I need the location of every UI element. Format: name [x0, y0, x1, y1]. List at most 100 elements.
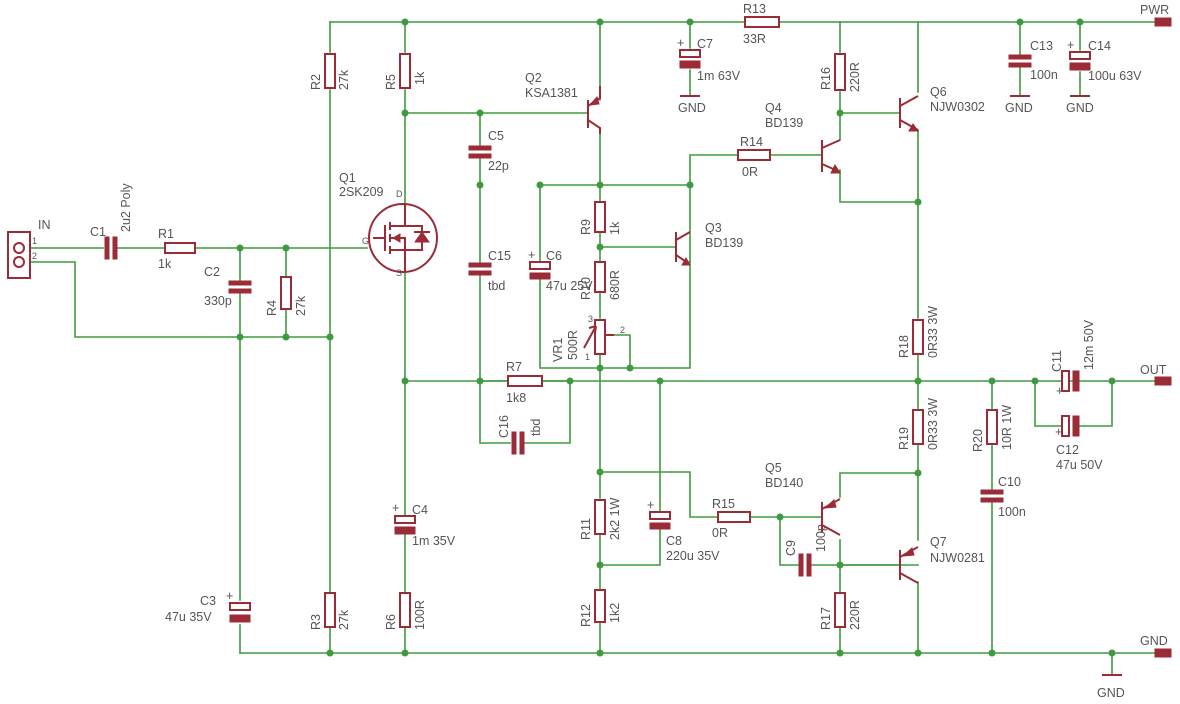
svg-text:+: + [1055, 425, 1062, 439]
gnd-label-c7: GND [678, 101, 706, 115]
svg-text:R1: R1 [158, 227, 174, 241]
svg-text:+: + [226, 589, 233, 603]
resistor-r3: R3 27k [309, 592, 351, 630]
svg-text:Q6: Q6 [930, 85, 947, 99]
capacitor-c13: C13 100n [1008, 39, 1058, 82]
svg-text:NJW0281: NJW0281 [930, 551, 985, 565]
svg-text:C14: C14 [1088, 39, 1111, 53]
svg-text:R11: R11 [579, 518, 593, 540]
svg-text:C5: C5 [488, 129, 504, 143]
svg-text:Q3: Q3 [705, 221, 722, 235]
svg-text:R16: R16 [819, 67, 833, 90]
potentiometer-vr1: VR1 500R 1 2 3 [551, 314, 625, 362]
svg-text:1k2: 1k2 [608, 603, 622, 623]
svg-text:12m 50V: 12m 50V [1082, 319, 1096, 370]
svg-text:C12: C12 [1056, 443, 1079, 457]
svg-text:220u 35V: 220u 35V [666, 549, 720, 563]
capacitor-c3: + C3 47u 35V [165, 589, 251, 624]
capacitor-c9: C9 100p [784, 524, 828, 577]
gnd-label-rail: GND [1097, 686, 1125, 700]
svg-text:C11: C11 [1050, 350, 1064, 372]
svg-text:47u 25V: 47u 25V [546, 279, 593, 293]
svg-text:tbd: tbd [529, 419, 543, 436]
svg-text:C2: C2 [204, 265, 220, 279]
svg-text:G: G [362, 236, 369, 246]
junctions [236, 18, 1116, 657]
resistors: R1 1k R4 27k R2 27k R3 27k R5 1k [158, 2, 1014, 630]
svg-text:R9: R9 [579, 219, 593, 235]
resistor-r20: R20 10R 1W [971, 405, 1014, 452]
resistor-r12: R12 1k2 [579, 589, 622, 627]
svg-text:100p: 100p [814, 524, 828, 552]
transistor-q3: Q3 BD139 [675, 221, 743, 266]
svg-text:+: + [528, 248, 535, 262]
svg-text:R19: R19 [897, 427, 911, 450]
svg-text:Q7: Q7 [930, 535, 947, 549]
resistor-r13: R13 33R [743, 2, 780, 46]
svg-text:+: + [677, 36, 684, 50]
svg-text:C7: C7 [697, 37, 713, 51]
capacitor-c11: + C11 12m 50V [1050, 319, 1096, 398]
net-ports: PWR OUT GND [1140, 3, 1172, 658]
svg-text:220R: 220R [848, 600, 862, 630]
capacitor-c10: C10 100n [980, 475, 1026, 519]
resistor-r11: R11 2k2 1W [579, 497, 622, 540]
ground-symbols: GND GND GND GND [678, 95, 1125, 700]
svg-text:R12: R12 [579, 604, 593, 627]
svg-text:680R: 680R [608, 270, 622, 300]
svg-text:BD140: BD140 [765, 476, 803, 490]
svg-text:D: D [396, 189, 403, 199]
svg-text:C3: C3 [200, 594, 216, 608]
j-in-name: IN [38, 218, 51, 232]
svg-text:R17: R17 [819, 607, 833, 630]
svg-text:+: + [647, 498, 654, 512]
svg-text:KSA1381: KSA1381 [525, 86, 578, 100]
svg-text:1k: 1k [413, 71, 427, 85]
svg-text:VR1: VR1 [551, 338, 565, 362]
svg-text:Q1: Q1 [339, 171, 356, 185]
resistor-r19: R19 0R33 3W [897, 398, 940, 450]
capacitor-c1: C1 2u2 Poly [90, 183, 133, 260]
transistor-q4: Q4 BD139 [765, 101, 841, 174]
svg-text:27k: 27k [337, 69, 351, 90]
capacitor-c7: + C7 1m 63V [677, 36, 741, 83]
svg-text:R2: R2 [309, 74, 323, 90]
svg-text:C13: C13 [1030, 39, 1053, 53]
svg-text:22p: 22p [488, 159, 509, 173]
transistor-q2: Q2 KSA1381 [525, 71, 601, 134]
svg-text:220R: 220R [848, 62, 862, 92]
resistor-r15: R15 0R [712, 497, 751, 540]
resistor-r6: R6 100R [384, 592, 427, 630]
resistor-r4: R4 27k [265, 276, 308, 316]
svg-text:1: 1 [32, 236, 37, 246]
svg-text:BD139: BD139 [765, 116, 803, 130]
svg-text:1: 1 [585, 352, 590, 362]
svg-text:NJW0302: NJW0302 [930, 100, 985, 114]
svg-text:C16: C16 [497, 415, 511, 438]
net-label-gnd: GND [1140, 634, 1168, 648]
svg-text:1k: 1k [158, 257, 172, 271]
capacitor-c8: + C8 220u 35V [647, 498, 720, 563]
transistor-q5: Q5 BD140 [765, 461, 841, 536]
svg-text:10R 1W: 10R 1W [1000, 405, 1014, 450]
svg-text:C15: C15 [488, 249, 511, 263]
resistor-r16: R16 220R [819, 53, 862, 92]
svg-text:2: 2 [620, 325, 625, 335]
svg-text:330p: 330p [204, 294, 232, 308]
svg-text:+: + [392, 501, 399, 515]
svg-text:C1: C1 [90, 225, 106, 239]
resistor-r10: R10 680R [579, 261, 622, 300]
capacitor-c2: C2 330p [204, 265, 252, 308]
svg-text:C9: C9 [784, 540, 798, 556]
svg-text:+: + [1067, 38, 1074, 52]
resistor-r2: R2 27k [309, 53, 351, 90]
svg-text:500R: 500R [566, 330, 580, 360]
svg-text:0R: 0R [742, 165, 758, 179]
wires [29, 21, 1156, 676]
capacitor-c16: C16 tbd [497, 415, 543, 455]
svg-text:2u2 Poly: 2u2 Poly [119, 183, 133, 232]
svg-text:+: + [1056, 384, 1063, 398]
svg-text:0R33 3W: 0R33 3W [926, 306, 940, 358]
resistor-r14: R14 0R [737, 135, 771, 179]
svg-text:47u 50V: 47u 50V [1056, 458, 1103, 472]
